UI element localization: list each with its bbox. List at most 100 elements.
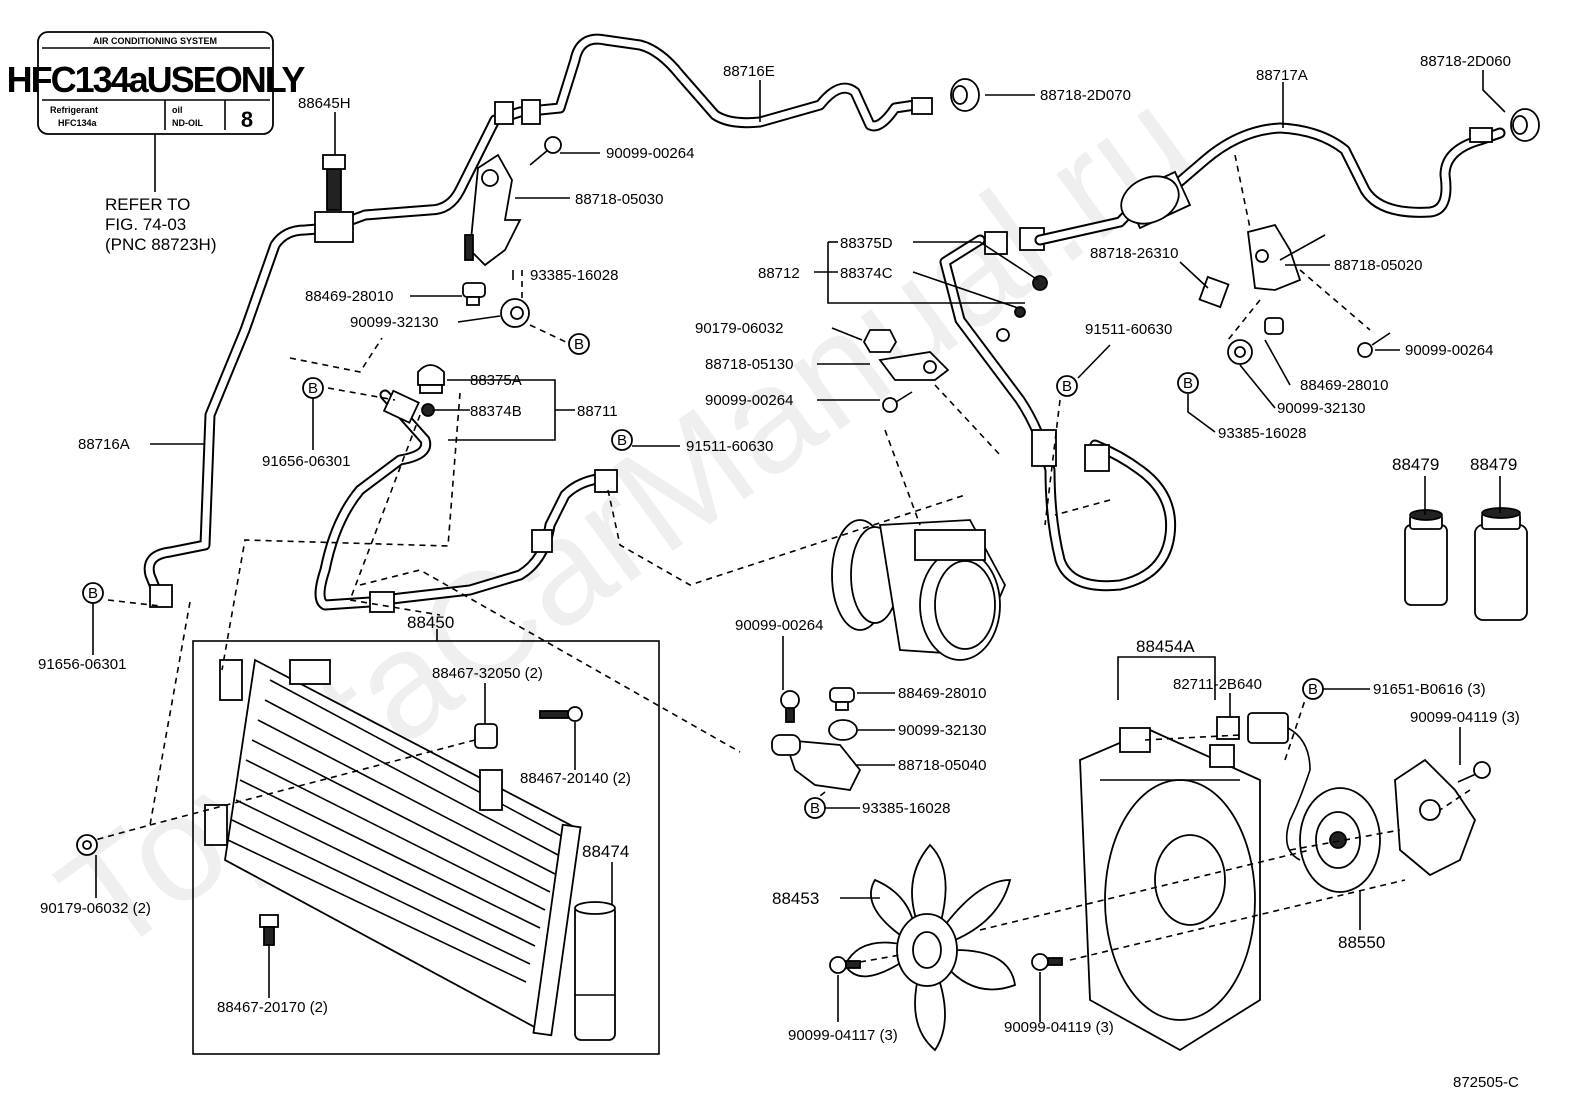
callout-88454A: 88454A bbox=[1136, 637, 1195, 656]
svg-text:B: B bbox=[1183, 375, 1193, 392]
pipe-88716A bbox=[143, 33, 921, 606]
label-card-oil-label: oil bbox=[172, 105, 183, 115]
callout-90179-06032-b: 90179-06032 (2) bbox=[40, 900, 151, 917]
pipe-fitting bbox=[521, 99, 541, 125]
callout-88718-05130: 88718-05130 bbox=[705, 356, 793, 373]
label-card-oil-value: ND-OIL bbox=[172, 118, 203, 128]
grommet-88469-28010-a bbox=[462, 282, 486, 306]
pipe-fitting bbox=[911, 97, 933, 115]
callout-88469-28010-a: 88469-28010 bbox=[305, 288, 393, 305]
fan-88453 bbox=[843, 843, 1016, 1052]
fan-motor-88550 bbox=[1299, 787, 1381, 893]
pipe-fitting bbox=[531, 529, 553, 553]
callout-88718-2D070: 88718-2D070 bbox=[1040, 87, 1131, 104]
muffler bbox=[1120, 170, 1192, 230]
cushion-90099-32130-a bbox=[500, 298, 530, 328]
bolt-90099-00264 bbox=[529, 136, 562, 166]
marker-b: B bbox=[1056, 375, 1078, 397]
callout-88467-32050: 88467-32050 (2) bbox=[432, 665, 543, 682]
cap-88718-2D070 bbox=[950, 78, 980, 112]
cushion-90099-32130-c bbox=[828, 719, 858, 741]
callout-82711-2B640: 82711-2B640 bbox=[1173, 676, 1262, 693]
marker-b: B bbox=[1302, 678, 1324, 700]
callout-88645H: 88645H bbox=[298, 95, 351, 112]
bolt-90099-04119-b bbox=[1031, 953, 1063, 971]
label-card-main: HFC134aUSEONLY bbox=[7, 59, 306, 100]
svg-text:B: B bbox=[810, 800, 820, 817]
callout-90099-04117: 90099-04117 (3) bbox=[788, 1027, 898, 1044]
pipe-88711 bbox=[314, 389, 611, 611]
pipe-fitting bbox=[984, 231, 1008, 255]
bracket-88718-05030 bbox=[464, 153, 522, 267]
motor-bracket bbox=[1394, 758, 1477, 877]
refrigerant-can-b bbox=[1474, 507, 1528, 621]
callout-90099-00264-d: 90099-00264 bbox=[735, 617, 823, 634]
fan-shroud-88454A bbox=[1079, 727, 1261, 1052]
callout-88712: 88712 bbox=[758, 265, 800, 282]
callout-88718-05030: 88718-05030 bbox=[575, 191, 663, 208]
svg-text:B: B bbox=[88, 585, 98, 602]
callout-88375D: 88375D bbox=[840, 235, 893, 252]
condenser-88450 bbox=[204, 658, 582, 1037]
callout-90099-04119-a: 90099-04119 (3) bbox=[1410, 709, 1520, 726]
marker-b: B bbox=[568, 333, 590, 355]
callout-90099-00264-b: 90099-00264 bbox=[705, 392, 793, 409]
callout-88374B: 88374B bbox=[470, 403, 522, 420]
clamp-88718-05130 bbox=[878, 351, 950, 381]
receiver-88474 bbox=[574, 901, 616, 1041]
pipe-88712 bbox=[939, 234, 1177, 592]
callout-88469-28010-c: 88469-28010 bbox=[898, 685, 986, 702]
callout-88717A: 88717A bbox=[1256, 67, 1308, 84]
marker-b: B bbox=[82, 582, 104, 604]
bolt-90099-00264-d bbox=[780, 690, 800, 723]
marker-b: B bbox=[804, 797, 826, 819]
label-card-header: AIR CONDITIONING SYSTEM bbox=[93, 36, 217, 46]
refer-note-line3: (PNC 88723H) bbox=[105, 235, 217, 254]
clamp-88718-26310 bbox=[1198, 275, 1230, 309]
valve-core-88374C bbox=[1014, 306, 1026, 318]
callout-93385-16028-c: 93385-16028 bbox=[862, 800, 950, 817]
pipe-88717A bbox=[1034, 122, 1506, 246]
pipe-fitting bbox=[1031, 429, 1057, 467]
callout-91511-60630-a: 91511-60630 bbox=[1085, 321, 1172, 338]
grommet-88469-28010-b bbox=[1264, 317, 1284, 335]
label-card-refrigerant-value: HFC134a bbox=[58, 118, 98, 128]
pressure-switch-88645H bbox=[314, 154, 354, 243]
callout-88716A: 88716A bbox=[78, 436, 130, 453]
compressor bbox=[831, 519, 1006, 661]
pipe-fitting bbox=[369, 591, 395, 613]
callout-88375A: 88375A bbox=[470, 372, 522, 389]
refrigerant-can-a bbox=[1404, 509, 1448, 606]
marker-b: B bbox=[1177, 372, 1199, 394]
callout-90099-32130-c: 90099-32130 bbox=[898, 722, 986, 739]
callout-90099-04119-b: 90099-04119 (3) bbox=[1004, 1019, 1114, 1036]
callout-93385-16028-b: 93385-16028 bbox=[1218, 425, 1306, 442]
clamp-88718-05040 bbox=[771, 734, 862, 791]
callout-88718-05040: 88718-05040 bbox=[898, 757, 986, 774]
bolt-90099-04117 bbox=[829, 956, 861, 974]
callout-91511-60630-b: 91511-60630 bbox=[686, 438, 773, 455]
svg-text:B: B bbox=[308, 380, 318, 397]
callout-88467-20140: 88467-20140 (2) bbox=[520, 770, 631, 787]
callout-88469-28010-b: 88469-28010 bbox=[1300, 377, 1388, 394]
callout-93385-16028-a: 93385-16028 bbox=[530, 267, 618, 284]
callout-88479-b: 88479 bbox=[1470, 455, 1517, 474]
bolt-90099-04119-a bbox=[1457, 761, 1491, 783]
bolt-90099-00264-b bbox=[882, 391, 913, 413]
callout-91656-06301-a: 91656-06301 bbox=[262, 453, 350, 470]
svg-text:B: B bbox=[617, 432, 627, 449]
callout-88711: 88711 bbox=[577, 403, 618, 420]
callout-91651-B0616: 91651-B0616 (3) bbox=[1373, 681, 1486, 698]
svg-text:B: B bbox=[1308, 681, 1318, 698]
callout-90099-32130-b: 90099-32130 bbox=[1277, 400, 1365, 417]
callout-88718-2D060: 88718-2D060 bbox=[1420, 53, 1511, 70]
pipe-fitting bbox=[594, 469, 618, 493]
valve-cap-88375A bbox=[417, 364, 445, 394]
pipe-fitting bbox=[382, 389, 420, 424]
pipe-fitting bbox=[1084, 444, 1110, 472]
pipe-fitting bbox=[494, 101, 514, 125]
refer-note-line2: FIG. 74-03 bbox=[105, 215, 186, 234]
callout-88550: 88550 bbox=[1338, 933, 1385, 952]
callout-88467-20170: 88467-20170 (2) bbox=[217, 999, 328, 1016]
